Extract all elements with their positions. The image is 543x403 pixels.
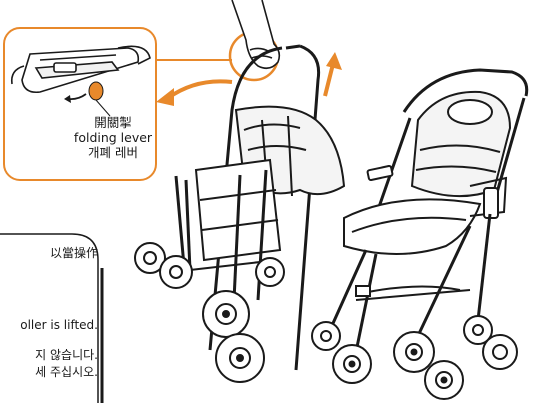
lever-label-chinese: 開關掣: [68, 115, 158, 130]
caution-note-fragment: 以當操作 oller is lifted. 지 않습니다. 세 주십시오.: [0, 233, 98, 403]
folded-stroller-wheels: [135, 243, 284, 382]
up-arrow-icon: [325, 52, 342, 96]
folded-stroller: [176, 46, 344, 370]
lever-label-korean: 개폐 레버: [68, 145, 158, 160]
open-stroller: [330, 70, 527, 352]
note-line-korean-1: 지 않습니다.: [35, 346, 98, 363]
note-line-english: oller is lifted.: [20, 318, 98, 332]
small-arrow-icon: [68, 94, 86, 99]
note-line-chinese: 以當操作: [50, 244, 98, 261]
open-stroller-wheels: [312, 316, 517, 399]
curved-arrow-icon: [156, 81, 232, 106]
lever-label-english: folding lever: [68, 130, 158, 145]
handle-detail: [12, 46, 150, 92]
note-line-korean-2: 세 주십시오.: [35, 363, 98, 380]
folding-lever-label: 開關掣 folding lever 개폐 레버: [68, 115, 158, 160]
folding-lever-highlight: [89, 82, 103, 100]
